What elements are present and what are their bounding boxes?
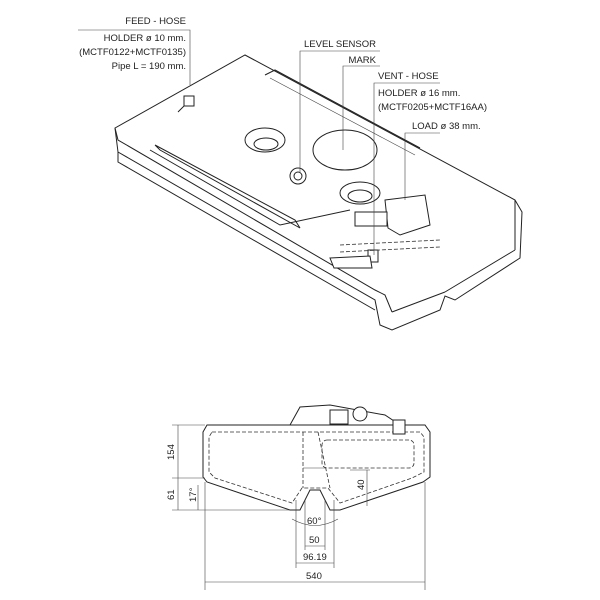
feed-hose-holder-icon	[183, 95, 195, 107]
vent-hose-holder: HOLDER ø 16 mm.	[378, 88, 460, 99]
vent-hose-label: VENT - HOSE HOLDER ø 16 mm. (MCTF0205+MC…	[378, 71, 487, 113]
fitting-icon	[329, 409, 349, 425]
fitting-icon	[392, 419, 406, 435]
dim-angle-side: 17°	[188, 487, 199, 502]
vent-hose-holder-icon	[354, 211, 388, 227]
dim-sump-inner: 50	[309, 535, 320, 546]
dim-height-upper: 154	[166, 444, 177, 460]
fitting-icon	[352, 406, 368, 422]
feed-hose-label: FEED - HOSE HOLDER ø 10 mm. (MCTF0122+MC…	[79, 16, 186, 72]
port-hole	[244, 127, 286, 153]
level-sensor-icon	[289, 167, 307, 185]
feed-hose-codes: (MCTF0122+MCTF0135)	[79, 47, 186, 58]
callout-leaders	[78, 29, 440, 255]
dimension-lines	[172, 424, 426, 590]
tank-front-view	[202, 404, 431, 511]
load-opening	[312, 129, 378, 171]
port-hole	[339, 181, 381, 205]
level-sensor-label: LEVEL SENSOR	[304, 39, 376, 50]
dim-sump-outer: 96.19	[303, 552, 327, 563]
dim-depth-sump: 40	[356, 479, 367, 490]
vent-hose-codes: (MCTF0205+MCTF16AA)	[378, 102, 487, 113]
feed-hose-holder: HOLDER ø 10 mm.	[104, 33, 186, 44]
feed-hose-title: FEED - HOSE	[125, 16, 186, 27]
vent-hose-title: VENT - HOSE	[378, 71, 439, 82]
dim-angle-sump: 60°	[307, 516, 322, 527]
feed-hose-pipe: Pipe L = 190 mm.	[112, 61, 186, 72]
tank-isometric-view	[114, 54, 523, 331]
dim-total-width: 540	[306, 571, 322, 582]
dim-height-lower: 61	[166, 489, 177, 500]
load-label: LOAD ø 38 mm.	[412, 121, 481, 132]
mark-label: MARK	[349, 55, 377, 66]
